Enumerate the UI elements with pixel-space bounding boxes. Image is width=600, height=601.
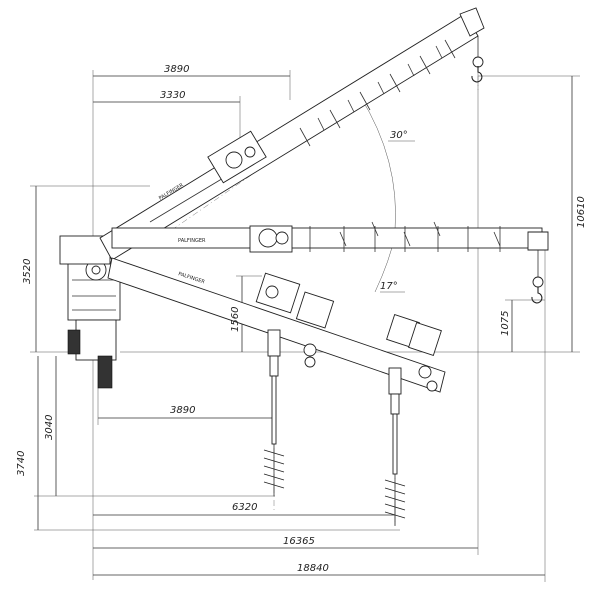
dim-depth-lower: 3740	[16, 451, 27, 476]
dim-angle-upper: 30°	[390, 130, 408, 141]
dim-reach-18840: 18840	[297, 563, 329, 574]
dim-hook-drop: 1075	[500, 311, 511, 336]
dim-angle-lower: 17°	[380, 281, 398, 292]
boom-middle: PALFINGER	[111, 221, 549, 304]
dimension-lines	[30, 70, 580, 582]
dim-top-outer: 3890	[164, 64, 189, 75]
dim-depth-upper: 3040	[44, 415, 55, 440]
dim-reach-6320: 6320	[232, 502, 257, 513]
dim-reach-16365: 16365	[283, 536, 315, 547]
crane-base	[59, 235, 121, 389]
brand-label-middle: PALFINGER	[178, 238, 206, 244]
boom-lower: PALFINGER	[107, 257, 446, 393]
dim-top-inner: 3330	[160, 90, 185, 101]
dim-height-total: 10610	[576, 196, 587, 228]
dim-auger-offset: 3890	[170, 405, 195, 416]
auger-left	[263, 329, 285, 496]
dim-pivot-height: 1560	[230, 307, 241, 332]
auger-right	[384, 367, 406, 526]
dimension-labels: 3890 3330 30° 17° 10610 3520 1075 1560 3…	[16, 64, 587, 574]
dim-left-height: 3520	[22, 259, 33, 284]
boom-upper: PALFINGER	[99, 7, 485, 261]
